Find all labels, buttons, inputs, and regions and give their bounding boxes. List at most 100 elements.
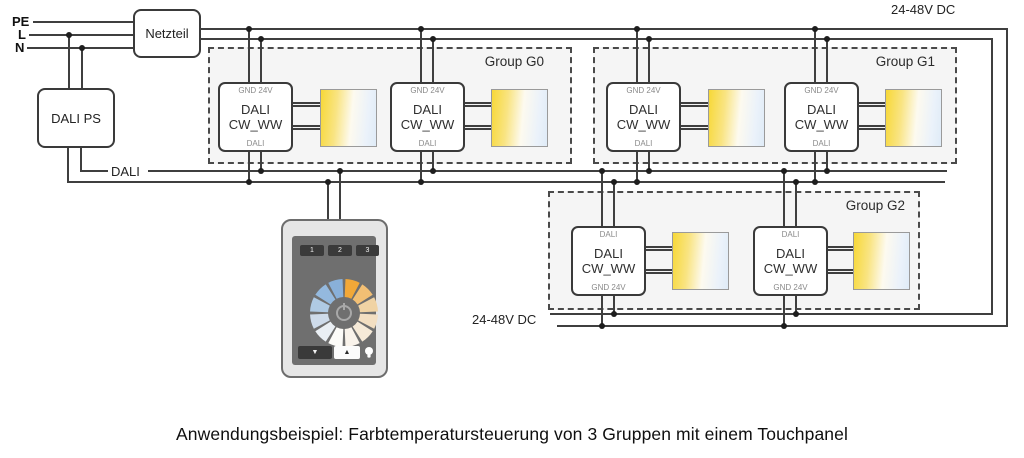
- ring-segment[interactable]: [344, 279, 360, 299]
- controller-name-line1: DALI: [807, 102, 836, 117]
- l-label: L: [18, 27, 26, 42]
- junction-dot: [781, 168, 787, 174]
- led-strip: [491, 89, 548, 147]
- wire-touchpanel-a: [327, 182, 329, 219]
- wire: [814, 29, 816, 82]
- led-strip: [853, 232, 910, 290]
- junction-dot: [611, 311, 617, 317]
- controller-name-line2: CW_WW: [763, 261, 818, 276]
- junction-dot: [824, 168, 830, 174]
- dc-voltage-label-bottom: 24-48V DC: [472, 312, 537, 327]
- ring-segment[interactable]: [315, 321, 336, 342]
- wire-dali-bus2: [68, 181, 945, 183]
- wire-pe: [33, 21, 133, 23]
- wire-dali-ps-b: [80, 148, 82, 172]
- wire: [826, 39, 828, 82]
- led-strip: [708, 89, 765, 147]
- junction-dot: [418, 179, 424, 185]
- wire-touchpanel-b: [339, 171, 341, 219]
- port-24v-label: GND 24V: [773, 283, 808, 292]
- junction-dot: [646, 36, 652, 42]
- ring-segment[interactable]: [315, 284, 336, 305]
- port-dali-label: DALI: [418, 139, 437, 148]
- junction-dot: [418, 26, 424, 32]
- dali-ps-label: DALI PS: [51, 110, 101, 126]
- wire-24v-bottom-plus: [550, 313, 993, 315]
- dim-down-button[interactable]: ▼: [298, 346, 332, 359]
- controller-name-line1: DALI: [594, 246, 623, 261]
- junction-dot: [325, 179, 331, 185]
- junction-dot: [793, 179, 799, 185]
- color-temperature-ring[interactable]: [304, 273, 384, 353]
- group-g0-label: Group G0: [484, 54, 544, 69]
- led-wire-pair: [465, 102, 491, 107]
- controller-name-line2: CW_WW: [616, 117, 671, 132]
- wire: [636, 152, 638, 183]
- junction-dot: [246, 26, 252, 32]
- netzteil-label: Netzteil: [145, 26, 189, 41]
- wire-l: [29, 34, 133, 36]
- wire: [783, 296, 785, 327]
- wire-n-tap: [81, 48, 83, 88]
- led-wire-pair: [646, 269, 672, 274]
- led-wire-pair: [828, 246, 853, 251]
- led-wire-pair: [828, 269, 853, 274]
- led-wire-pair: [293, 102, 320, 107]
- wire: [636, 29, 638, 82]
- ring-segment[interactable]: [358, 297, 378, 313]
- wire: [795, 296, 797, 315]
- port-24v-label: GND 24V: [410, 86, 445, 95]
- wire-24v-right-outer: [1006, 28, 1008, 327]
- scene-button-3[interactable]: 3: [356, 245, 379, 256]
- ring-segment[interactable]: [310, 313, 330, 329]
- dim-up-button[interactable]: ▲: [334, 346, 360, 359]
- ring-segment[interactable]: [352, 284, 373, 305]
- ring-segment[interactable]: [310, 297, 330, 313]
- touchpanel: 1 2 3 ▼ ▲: [281, 219, 388, 378]
- wire: [826, 152, 828, 172]
- group-g2-label: Group G2: [845, 198, 905, 213]
- port-24v-label: GND 24V: [626, 86, 661, 95]
- junction-dot: [634, 26, 640, 32]
- junction-dot: [781, 323, 787, 329]
- wire: [260, 39, 262, 82]
- led-wire-pair: [859, 125, 885, 130]
- junction-dot: [646, 168, 652, 174]
- led-strip: [885, 89, 942, 147]
- port-dali-label: DALI: [599, 230, 618, 239]
- junction-dot: [430, 36, 436, 42]
- wire: [432, 152, 434, 172]
- wire: [648, 152, 650, 172]
- wire: [601, 171, 603, 226]
- bulb-icon[interactable]: [362, 345, 376, 360]
- dc-voltage-label-top: 24-48V DC: [891, 2, 956, 17]
- led-wire-pair: [859, 102, 885, 107]
- caption: Anwendungsbeispiel: Farbtemperatursteuer…: [176, 424, 848, 444]
- ring-segment[interactable]: [352, 321, 373, 342]
- wire-24v-plus: [200, 28, 1008, 30]
- ring-segment[interactable]: [358, 313, 378, 329]
- led-wire-pair: [293, 125, 320, 130]
- ring-segment[interactable]: [328, 327, 344, 347]
- power-icon[interactable]: [336, 303, 352, 321]
- controller-name-line2: CW_WW: [228, 117, 283, 132]
- controller-name-line2: CW_WW: [794, 117, 849, 132]
- wire: [248, 29, 250, 82]
- junction-dot: [66, 32, 72, 38]
- port-24v-label: GND 24V: [804, 86, 839, 95]
- ring-segment[interactable]: [328, 279, 344, 299]
- n-label: N: [15, 40, 25, 55]
- port-dali-label: DALI: [781, 230, 800, 239]
- port-24v-label: GND 24V: [591, 283, 626, 292]
- scene-button-1[interactable]: 1: [300, 245, 324, 256]
- wire-dali-bus1: [148, 170, 947, 172]
- ring-segment[interactable]: [344, 327, 360, 347]
- pe-label: PE: [12, 14, 30, 29]
- scene-button-2[interactable]: 2: [328, 245, 352, 256]
- junction-dot: [793, 311, 799, 317]
- led-wire-pair: [646, 246, 672, 251]
